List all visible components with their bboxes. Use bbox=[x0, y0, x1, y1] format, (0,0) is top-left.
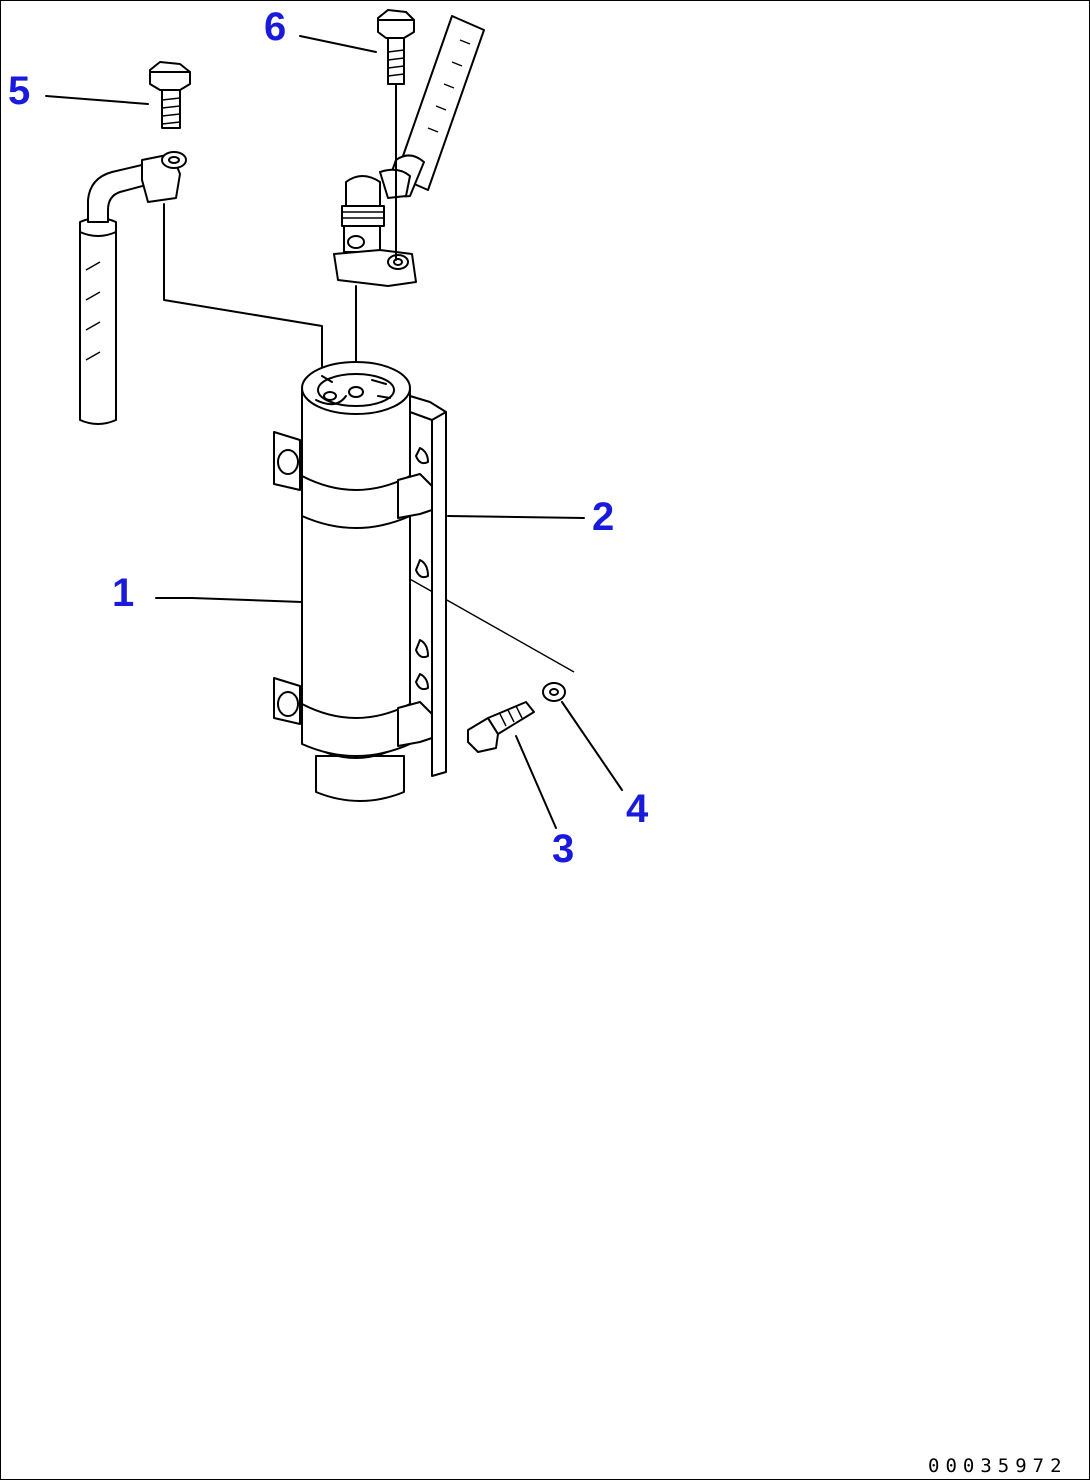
callout-6: 6 bbox=[264, 5, 286, 49]
right-hose bbox=[379, 15, 485, 199]
callout-1: 1 bbox=[112, 571, 134, 615]
bolt-6 bbox=[377, 9, 415, 85]
left-hose bbox=[79, 151, 187, 425]
receiver-dryer bbox=[301, 361, 411, 802]
callout-2: 2 bbox=[592, 495, 614, 539]
document-number: 00035972 bbox=[928, 1455, 1068, 1477]
bracket bbox=[273, 395, 447, 777]
leader-lines bbox=[45, 35, 623, 829]
bolt-5 bbox=[149, 61, 191, 129]
callout-4: 4 bbox=[626, 787, 649, 831]
callout-5: 5 bbox=[8, 69, 30, 113]
bolt-3 bbox=[467, 701, 535, 753]
callout-3: 3 bbox=[552, 827, 574, 871]
washer-4 bbox=[542, 682, 566, 702]
